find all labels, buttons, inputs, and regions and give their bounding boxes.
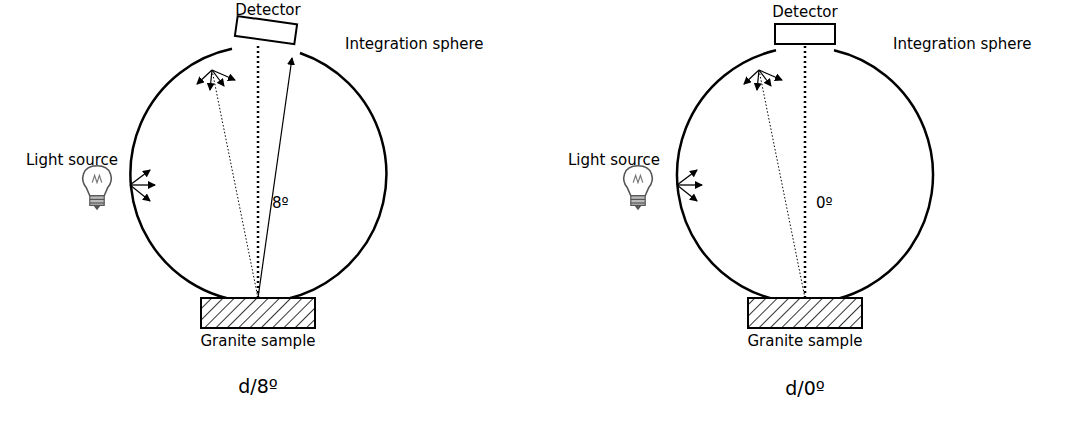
sample-label: Granite sample	[200, 333, 315, 350]
light-source-label: Light source	[568, 152, 660, 169]
detector-label: Detector	[235, 2, 300, 19]
sample-label: Granite sample	[747, 333, 862, 350]
d0-setup	[624, 24, 933, 328]
angle-label: 0º	[816, 195, 833, 212]
geometry-label: d/0º	[785, 378, 825, 399]
sphere-label: Integration sphere	[893, 36, 1032, 53]
d8-setup	[83, 16, 387, 328]
geometry-label: d/8º	[238, 376, 278, 397]
light-source-label: Light source	[26, 152, 118, 169]
detector-label: Detector	[772, 4, 837, 21]
angle-label: 8º	[272, 195, 289, 212]
sphere-label: Integration sphere	[345, 36, 484, 53]
